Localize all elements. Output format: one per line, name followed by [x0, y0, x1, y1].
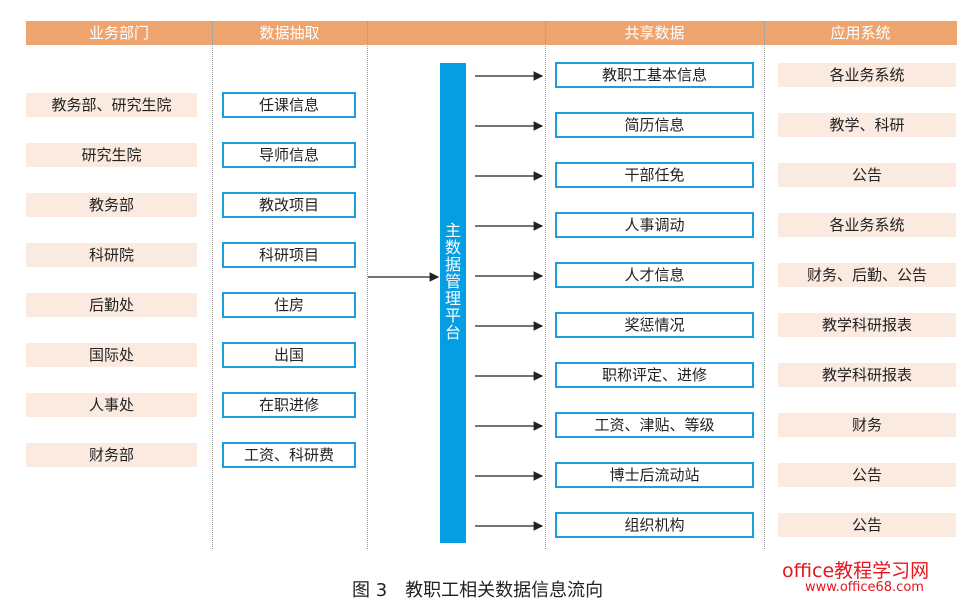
column-divider — [367, 21, 368, 549]
extracted-data-box: 导师信息 — [222, 142, 356, 168]
shared-data-box: 奖惩情况 — [555, 312, 754, 338]
shared-data-box: 职称评定、进修 — [555, 362, 754, 388]
shared-data-box: 人才信息 — [555, 262, 754, 288]
header-extraction: 数据抽取 — [259, 24, 320, 42]
figure-caption: 图 3 教职工相关数据信息流向 — [352, 580, 604, 601]
header-applications: 应用系统 — [830, 24, 891, 42]
application-box: 公告 — [778, 513, 956, 537]
header-bar — [26, 21, 957, 45]
application-box: 公告 — [778, 463, 956, 487]
department-box: 后勤处 — [26, 293, 197, 317]
shared-data-box: 工资、津贴、等级 — [555, 412, 754, 438]
column-divider — [764, 21, 765, 549]
shared-data-box: 博士后流动站 — [555, 462, 754, 488]
extracted-data-box: 在职进修 — [222, 392, 356, 418]
application-box: 教学科研报表 — [778, 313, 956, 337]
shared-data-box: 组织机构 — [555, 512, 754, 538]
extracted-data-box: 教改项目 — [222, 192, 356, 218]
application-box: 各业务系统 — [778, 213, 956, 237]
application-box: 财务 — [778, 413, 956, 437]
column-divider — [545, 21, 546, 549]
header-departments: 业务部门 — [88, 24, 149, 42]
application-box: 公告 — [778, 163, 956, 187]
application-box: 教学、科研 — [778, 113, 956, 137]
extracted-data-box: 任课信息 — [222, 92, 356, 118]
extracted-data-box: 住房 — [222, 292, 356, 318]
shared-data-box: 干部任免 — [555, 162, 754, 188]
application-box: 财务、后勤、公告 — [778, 263, 956, 287]
department-box: 财务部 — [26, 443, 197, 467]
shared-data-box: 教职工基本信息 — [555, 62, 754, 88]
column-divider — [212, 21, 213, 549]
extracted-data-box: 工资、科研费 — [222, 442, 356, 468]
department-box: 科研院 — [26, 243, 197, 267]
shared-data-box: 简历信息 — [555, 112, 754, 138]
extracted-data-box: 科研项目 — [222, 242, 356, 268]
extracted-data-box: 出国 — [222, 342, 356, 368]
platform-label: 主数据管理平台 — [444, 221, 461, 342]
watermark-title: office教程学习网 — [782, 560, 930, 582]
department-box: 人事处 — [26, 393, 197, 417]
department-box: 教务部、研究生院 — [26, 93, 197, 117]
header-shared-data: 共享数据 — [624, 24, 685, 42]
department-box: 教务部 — [26, 193, 197, 217]
master-data-platform — [440, 63, 466, 543]
watermark-url: www.office68.com — [805, 580, 924, 595]
application-box: 各业务系统 — [778, 63, 956, 87]
shared-data-box: 人事调动 — [555, 212, 754, 238]
department-box: 国际处 — [26, 343, 197, 367]
application-box: 教学科研报表 — [778, 363, 956, 387]
department-box: 研究生院 — [26, 143, 197, 167]
